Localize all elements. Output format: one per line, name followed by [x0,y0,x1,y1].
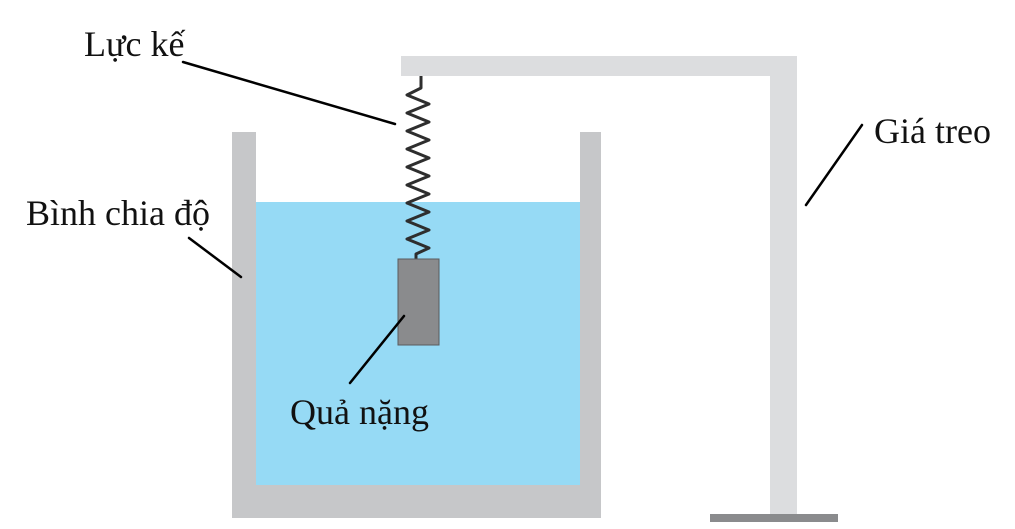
label-stand: Giá treo [874,111,991,151]
container-left-wall [232,132,256,518]
spring-scale [405,76,431,259]
stand-vertical-pole [770,56,797,518]
weight-block [397,258,440,346]
leader-line-weight [348,314,406,385]
stand [401,56,838,522]
stand-top-arm [401,56,797,76]
spring-coil [405,76,431,259]
leader-line-stand [804,123,864,207]
leader-line-spring-scale [181,60,397,126]
leader-line-graduated-container [187,236,243,279]
container-bottom [232,485,601,518]
graduated-container [232,132,601,518]
label-graduated-container: Bình chia độ [26,193,210,233]
label-weight: Quả nặng [290,392,429,432]
label-spring-scale: Lực kế [84,24,185,64]
stand-base [710,514,838,522]
container-right-wall [580,132,601,518]
leader-lines [181,60,864,385]
